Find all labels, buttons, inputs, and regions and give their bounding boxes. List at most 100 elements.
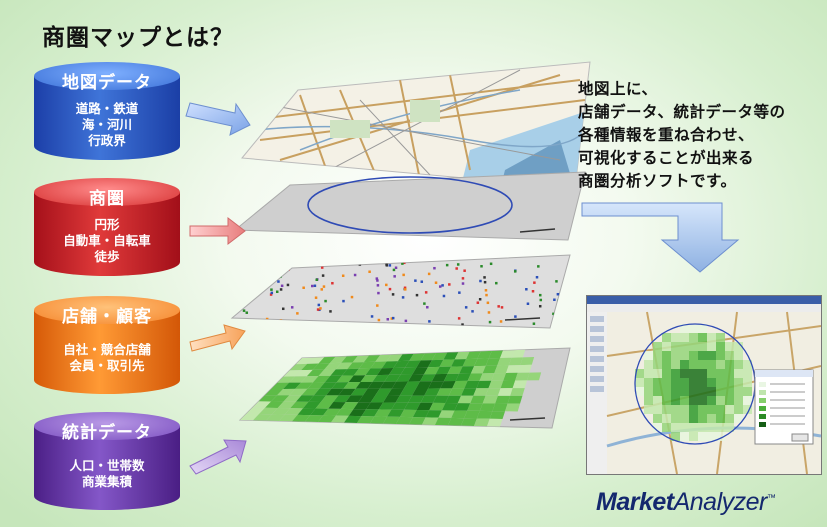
cylinder-top xyxy=(34,296,180,324)
store-point xyxy=(483,276,486,279)
description-line: 各種情報を重ね合わせ、 xyxy=(578,126,755,144)
store-point xyxy=(403,286,407,290)
store-point xyxy=(353,273,357,277)
statistics-cell xyxy=(466,351,481,360)
statistics-cell xyxy=(320,395,339,403)
store-point xyxy=(428,320,431,323)
statistics-cell xyxy=(448,417,465,426)
statistics-cell xyxy=(517,364,532,373)
statistics-cell xyxy=(340,402,359,410)
statistics-cell xyxy=(381,361,398,369)
statistics-cell xyxy=(366,402,384,410)
store-point xyxy=(245,270,249,273)
cylinder-heading: 商圏 xyxy=(89,189,125,209)
statistics-cell xyxy=(240,413,260,421)
statistics-cell xyxy=(396,416,413,425)
store-point xyxy=(433,266,436,270)
screenshot-cell xyxy=(725,423,734,432)
screenshot-cell xyxy=(698,396,707,405)
screenshot-cell xyxy=(662,414,671,423)
statistics-cell xyxy=(448,388,465,396)
statistics-cell xyxy=(383,416,400,424)
screenshot-cell xyxy=(707,333,716,342)
logo-tm: ™ xyxy=(766,492,776,503)
statistics-cell xyxy=(358,361,376,369)
screenshot-cell xyxy=(662,405,671,414)
screenshot-cell xyxy=(716,342,725,351)
store-point xyxy=(281,307,285,311)
store-point xyxy=(499,320,503,323)
screenshot-cell xyxy=(680,432,689,441)
statistics-cell xyxy=(302,401,321,409)
screenshot-cell xyxy=(734,360,743,369)
statistics-cell xyxy=(527,372,542,381)
store-point xyxy=(401,262,404,265)
screenshot-cell xyxy=(689,342,698,351)
store-point xyxy=(568,315,570,319)
store-point xyxy=(316,308,320,311)
cylinder-trade-area: 商圏 円形 自動車・自転車 徒歩 xyxy=(34,178,180,288)
screenshot-cell xyxy=(671,405,680,414)
store-point xyxy=(402,273,405,277)
screenshot-cell xyxy=(725,342,734,351)
screenshot-cell xyxy=(707,414,716,423)
store-point xyxy=(240,291,243,294)
cylinder-line: 徒歩 xyxy=(94,249,120,264)
statistics-cell xyxy=(461,388,477,396)
store-point xyxy=(341,274,345,278)
statistics-cell xyxy=(253,414,272,421)
store-point xyxy=(566,301,570,304)
store-point xyxy=(368,270,371,274)
store-point xyxy=(321,274,325,277)
screenshot-cell xyxy=(734,396,743,405)
screenshot-cell xyxy=(653,387,662,396)
statistics-cell xyxy=(425,410,442,418)
statistics-cell xyxy=(416,360,432,368)
screenshot-cell xyxy=(680,396,689,405)
page-title: 商圏マップとは？ xyxy=(42,25,234,51)
store-point xyxy=(370,315,374,318)
store-point xyxy=(484,289,488,292)
statistics-cell xyxy=(313,388,332,396)
store-point xyxy=(302,286,305,290)
screenshot-cell xyxy=(662,351,671,360)
store-point xyxy=(280,284,284,288)
store-point xyxy=(242,309,246,312)
statistics-cell xyxy=(506,365,521,373)
statistics-cell xyxy=(438,410,455,418)
store-point xyxy=(458,291,461,294)
store-point xyxy=(258,275,262,278)
statistics-cell xyxy=(312,375,331,383)
description-line: 可視化することが出来る xyxy=(578,149,755,167)
cylinder-top xyxy=(34,412,180,440)
statistics-cell xyxy=(295,369,313,377)
screenshot-cell xyxy=(680,387,689,396)
statistics-cell xyxy=(412,409,430,418)
store-point xyxy=(461,282,465,285)
statistics-cell xyxy=(358,395,376,403)
statistics-cell xyxy=(435,417,452,426)
statistics-cell xyxy=(420,395,437,403)
statistics-cell xyxy=(428,381,444,389)
store-point xyxy=(456,263,460,266)
statistics-cell xyxy=(451,410,468,419)
store-point xyxy=(455,267,458,270)
store-point xyxy=(538,304,542,308)
cylinder-top xyxy=(34,178,180,206)
statistics-cell xyxy=(367,381,385,389)
statistics-cell xyxy=(505,403,521,412)
store-point xyxy=(531,290,535,293)
store-point xyxy=(537,265,540,268)
store-point xyxy=(401,296,405,299)
statistics-cell xyxy=(479,403,496,412)
store-point xyxy=(392,268,396,272)
store-point xyxy=(385,283,388,287)
store-point xyxy=(478,298,482,301)
store-point xyxy=(279,319,283,322)
statistics-cell xyxy=(464,380,480,389)
screenshot-cell xyxy=(734,342,743,351)
statistics-cell xyxy=(461,418,477,426)
store-point xyxy=(404,319,408,323)
screenshot-cell xyxy=(725,360,734,369)
